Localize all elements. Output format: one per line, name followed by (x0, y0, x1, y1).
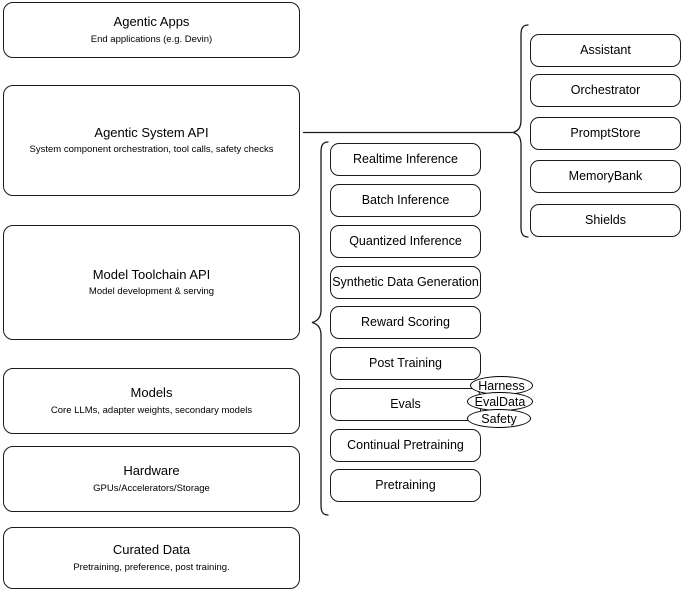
evals-tag-label: EvalData (474, 394, 526, 409)
layer-title: Agentic Apps (113, 14, 190, 30)
component-label: Shields (585, 212, 626, 227)
component-label: MemoryBank (568, 168, 643, 183)
component-shields[interactable]: Shields (530, 204, 681, 237)
capability-label: Reward Scoring (361, 314, 450, 329)
capability-pretraining[interactable]: Pretraining (330, 469, 481, 502)
layer-title: Models (130, 385, 173, 401)
capability-synthetic-data-generation[interactable]: Synthetic Data Generation (330, 266, 481, 299)
layer-subtitle: Pretraining, preference, post training. (73, 561, 230, 573)
evals-tag-label: Safety (481, 411, 517, 426)
component-orchestrator[interactable]: Orchestrator (530, 74, 681, 107)
layer-subtitle: System component orchestration, tool cal… (29, 144, 274, 156)
layer-models[interactable]: Models Core LLMs, adapter weights, secon… (3, 368, 300, 434)
component-label: Assistant (580, 42, 631, 57)
capability-label: Pretraining (375, 477, 436, 492)
layer-hardware[interactable]: Hardware GPUs/Accelerators/Storage (3, 446, 300, 512)
layer-model-toolchain-api[interactable]: Model Toolchain API Model development & … (3, 225, 300, 340)
capability-label: Synthetic Data Generation (332, 274, 479, 289)
capability-continual-pretraining[interactable]: Continual Pretraining (330, 429, 481, 462)
evals-tag-safety[interactable]: Safety (467, 409, 531, 428)
layer-title: Curated Data (112, 542, 191, 558)
capability-quantized-inference[interactable]: Quantized Inference (330, 225, 481, 258)
layer-title: Model Toolchain API (92, 266, 211, 282)
brace-system-components (510, 24, 529, 238)
capability-label: Quantized Inference (349, 233, 462, 248)
evals-tag-label: Harness (478, 378, 525, 393)
capability-label: Evals (390, 396, 421, 411)
component-promptstore[interactable]: PromptStore (530, 117, 681, 150)
capability-label: Realtime Inference (353, 151, 458, 166)
layer-curated-data[interactable]: Curated Data Pretraining, preference, po… (3, 527, 300, 589)
layer-agentic-system-api[interactable]: Agentic System API System component orch… (3, 85, 300, 196)
layer-subtitle: GPUs/Accelerators/Storage (93, 482, 210, 494)
capability-reward-scoring[interactable]: Reward Scoring (330, 306, 481, 339)
capability-label: Post Training (369, 355, 442, 370)
capability-realtime-inference[interactable]: Realtime Inference (330, 143, 481, 176)
component-label: Orchestrator (570, 82, 641, 97)
layer-subtitle: Model development & serving (88, 286, 215, 298)
component-assistant[interactable]: Assistant (530, 34, 681, 67)
capability-evals[interactable]: Evals (330, 388, 481, 421)
component-label: PromptStore (570, 125, 641, 140)
layer-title: Hardware (123, 463, 180, 479)
layer-title: Agentic System API (94, 124, 209, 140)
capability-batch-inference[interactable]: Batch Inference (330, 184, 481, 217)
layer-subtitle: End applications (e.g. Devin) (90, 33, 213, 45)
capability-label: Batch Inference (361, 192, 450, 207)
layer-agentic-apps[interactable]: Agentic Apps End applications (e.g. Devi… (3, 2, 300, 58)
component-memorybank[interactable]: MemoryBank (530, 160, 681, 193)
brace-toolchain-capabilities (311, 141, 329, 516)
layer-subtitle: Core LLMs, adapter weights, secondary mo… (50, 404, 253, 416)
capability-post-training[interactable]: Post Training (330, 347, 481, 380)
capability-label: Continual Pretraining (347, 437, 464, 452)
